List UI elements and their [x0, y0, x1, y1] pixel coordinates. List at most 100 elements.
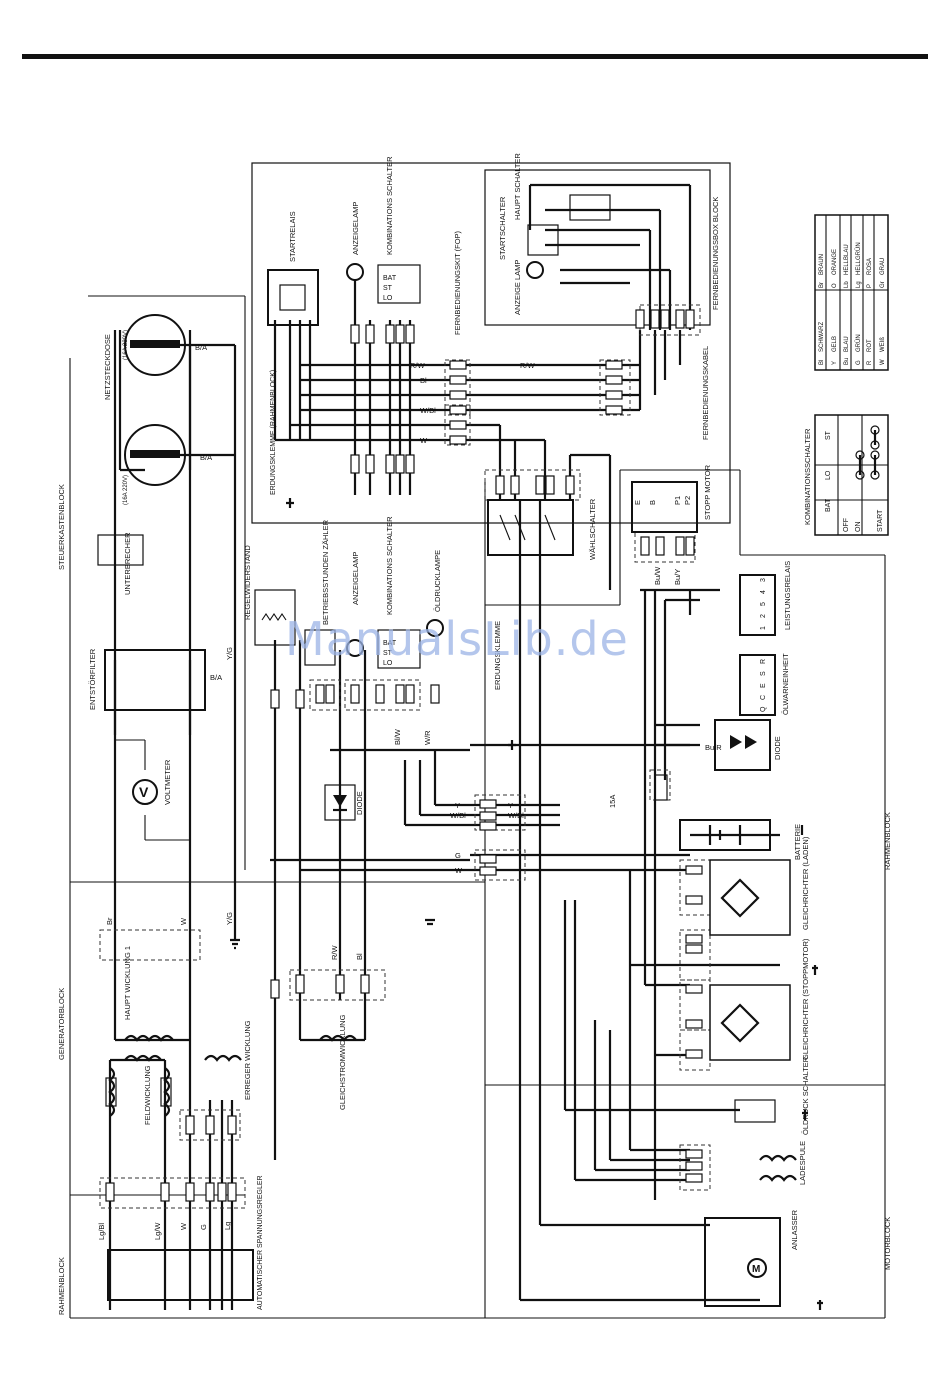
socket-a-bar [130, 450, 180, 458]
field-winding-coil [108, 1067, 171, 1117]
svg-text:BRAUN: BRAUN [819, 254, 825, 275]
label-filter: ENTSTÖRFILTER [88, 648, 97, 710]
fop-start-switch [527, 224, 559, 256]
svg-text:GRÜN: GRÜN [855, 334, 862, 352]
diode-right-box [714, 719, 771, 771]
exciter-coil [204, 1054, 242, 1062]
svg-text:OFF: OFF [843, 518, 850, 532]
svg-text:Bu/Y: Bu/Y [673, 569, 682, 585]
label-combination-switch-table: KOMBINATIONSSCHALTER [803, 428, 812, 525]
label-start-relay: STARTRELAIS [288, 211, 297, 262]
rheostat-box [254, 589, 296, 646]
svg-text:GRAU: GRAU [880, 258, 886, 275]
svg-text:W: W [880, 359, 886, 365]
battery-box [679, 819, 771, 851]
svg-text:ORANGE: ORANGE [832, 249, 838, 275]
label-fuse: 15A [608, 795, 617, 808]
svg-text:Y/G: Y/G [225, 647, 234, 660]
label-voltmeter: VOLTMETER [163, 759, 172, 805]
switch-positions-fop: BAT ST LO [383, 275, 397, 302]
label-socket: NETZSTECKDOSE [103, 334, 112, 400]
label-ground-terminal-frame: ERDUNGSKLEMME (RAHMENBLOCK) [270, 370, 277, 495]
svg-text:S: S [760, 671, 767, 676]
fop-main-switch [569, 194, 611, 221]
label-socket-b: (16A 220V) [123, 330, 129, 360]
svg-text:P1: P1 [673, 496, 682, 505]
label-field-winding: FELDWICKLUNG [143, 1065, 152, 1125]
svg-text:M: M [752, 1264, 760, 1275]
main-winding-coil [124, 1034, 174, 1042]
label-ground-terminal: ERDUNGSKLEMME [493, 621, 502, 690]
dc-winding-coil [319, 1034, 357, 1042]
svg-text:3: 3 [760, 578, 767, 582]
svg-text:4: 4 [760, 590, 767, 594]
svg-text:BAT: BAT [383, 275, 397, 282]
label-oil-lamp: ÖLDRUCKLAMPE [433, 550, 442, 612]
svg-text:Bl/W: Bl/W [393, 728, 402, 745]
svg-text:HELLGRÜN: HELLGRÜN [855, 242, 862, 275]
svg-text:E: E [760, 683, 767, 688]
labels: RAHMENBLOCK GENERATORBLOCK STEUERKASTENB… [57, 153, 892, 1315]
wires [108, 183, 780, 1310]
watermark: ManualsLib.de [285, 612, 629, 666]
label-selector-switch: WÄHLSCHALTER [588, 498, 597, 560]
startrelay-box [267, 269, 319, 326]
combo-switch-box [377, 629, 421, 669]
hour-meter-box [304, 629, 336, 666]
svg-text:B/A: B/A [195, 343, 207, 352]
svg-text:GELB: GELB [832, 336, 838, 352]
label-hour-meter: BETRIEBSSTUNDEN ZÄHLER [321, 519, 330, 625]
voltmeter-v: V [139, 784, 149, 800]
svg-text:W: W [455, 866, 463, 875]
oil-pressure-switch-box [734, 1099, 776, 1123]
label-oil-pressure-switch: ÖLDRUCK SCHALTER [801, 1056, 810, 1135]
rectifier-stop-box [709, 984, 791, 1061]
svg-text:Q: Q [760, 706, 767, 712]
svg-text:W: W [420, 436, 428, 445]
svg-text:2: 2 [760, 614, 767, 618]
svg-text:BAT: BAT [383, 640, 397, 647]
svg-text:O: O [832, 283, 838, 288]
svg-text:P: P [867, 284, 873, 288]
label-remote-box: FERNBEDIENUNGSBOX BLOCK [711, 197, 720, 310]
label-remote-cable: FERNBEDIENUNGSKABEL [701, 346, 710, 440]
svg-text:B: B [648, 500, 657, 505]
svg-text:Lg/W: Lg/W [153, 1222, 162, 1240]
label-rectifier-charge: GLEICHRICHTER (LADEN) [801, 836, 810, 930]
svg-text:BLAU: BLAU [844, 336, 850, 352]
field-resistor [105, 1077, 117, 1107]
svg-text:B/A: B/A [200, 453, 212, 462]
fuse-box [654, 774, 668, 801]
svg-text:B/A: B/A [210, 673, 222, 682]
label-power-relay: LEISTUNGSRELAIS [783, 561, 792, 630]
svg-text:C: C [760, 695, 767, 700]
label-rectifier-stop: GLEICHRICHTER (STOPPMOTOR) [801, 938, 810, 1060]
label-rheostat: REGELWIDERSTAND [243, 545, 252, 620]
breaker-box [97, 534, 144, 566]
svg-text:W/R: W/R [423, 730, 432, 745]
label-rahmenblock-bottom: RAHMENBLOCK [57, 1257, 66, 1315]
svg-text:Lg: Lg [223, 1222, 232, 1230]
label-battery: BATTERIE [793, 824, 802, 860]
label-dc-winding: GLEICHSTROMWICKLUNG [338, 1014, 347, 1110]
svg-text:Y: Y [455, 801, 460, 810]
svg-text:Bl: Bl [819, 360, 825, 365]
label-indicator-lamp-fop: ANZEIGELAMP [351, 202, 360, 255]
svg-text:G: G [455, 851, 461, 860]
label-diode-right: DIODE [773, 736, 782, 760]
svg-text:SCHWARZ: SCHWARZ [819, 322, 825, 352]
svg-text:G: G [856, 360, 862, 365]
power-relay-box [739, 574, 776, 636]
svg-text:WEIß: WEIß [880, 337, 886, 352]
label-steuerkastenblock: STEUERKASTENBLOCK [57, 484, 66, 570]
combo-switch-box-fop [377, 264, 421, 304]
oil-lamp-circle [426, 619, 444, 637]
svg-text:R: R [760, 659, 767, 664]
svg-text:E: E [633, 500, 642, 505]
svg-text:START: START [877, 509, 884, 532]
svg-text:W/Bl: W/Bl [420, 406, 436, 415]
svg-text:LO: LO [383, 295, 393, 302]
svg-text:Y: Y [508, 801, 513, 810]
svg-text:R/W: R/W [410, 361, 426, 370]
